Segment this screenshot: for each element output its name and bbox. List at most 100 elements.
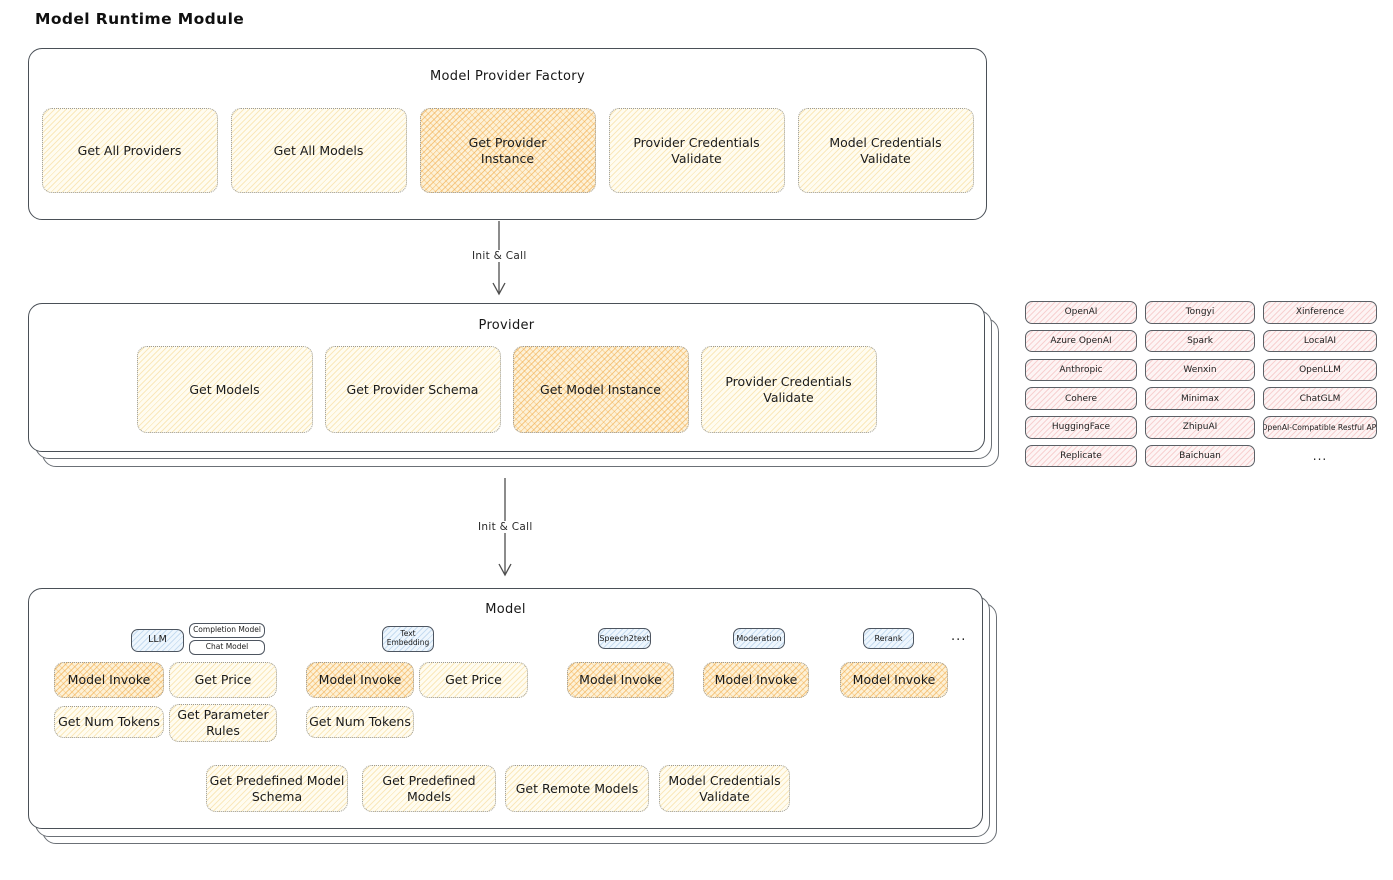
embedding-get-num-tokens: Get Num Tokens bbox=[306, 706, 414, 738]
provider-credentials-validate: Provider Credentials Validate bbox=[700, 346, 877, 433]
llm-get-num-tokens: Get Num Tokens bbox=[54, 706, 164, 738]
embedding-get-price-label: Get Price bbox=[445, 672, 502, 688]
llm-get-num-tokens-label: Get Num Tokens bbox=[58, 714, 160, 730]
factory-get-all-models-label: Get All Models bbox=[273, 142, 364, 158]
tag-speech2text: Speech2text bbox=[598, 628, 651, 649]
tag-rerank: Rerank bbox=[863, 628, 914, 649]
vendor-huggingface: HuggingFace bbox=[1025, 416, 1137, 439]
vendor-localai-label: LocalAI bbox=[1303, 336, 1337, 347]
tag-moderation: Moderation bbox=[733, 628, 785, 649]
embedding-get-price: Get Price bbox=[419, 662, 528, 698]
speech2text-model-invoke-label: Model Invoke bbox=[579, 672, 662, 688]
get-predefined-model-schema: Get Predefined Model Schema bbox=[206, 765, 348, 812]
vendor-xinference-label: Xinference bbox=[1295, 307, 1345, 318]
vendor-replicate: Replicate bbox=[1025, 444, 1137, 468]
factory-get-all-providers-label: Get All Providers bbox=[77, 142, 182, 158]
get-remote-models: Get Remote Models bbox=[505, 765, 649, 812]
factory-get-all-providers: Get All Providers bbox=[41, 108, 218, 193]
llm-get-price: Get Price bbox=[169, 662, 277, 698]
embedding-model-invoke: Model Invoke bbox=[306, 662, 414, 698]
vendor-zhipuai: ZhipuAI bbox=[1145, 416, 1255, 439]
vendor-openai-label: OpenAI bbox=[1064, 307, 1098, 318]
tag-moderation-label: Moderation bbox=[736, 633, 782, 643]
moderation-model-invoke: Model Invoke bbox=[703, 662, 809, 698]
init-call-label-1: Init & Call bbox=[468, 250, 531, 262]
provider-panel: Provider Get Models Get Provider Schema … bbox=[28, 303, 985, 452]
llm-get-parameter-rules-label: Get Parameter Rules bbox=[177, 707, 269, 738]
get-remote-models-label: Get Remote Models bbox=[515, 780, 639, 796]
vendor-zhipuai-label: ZhipuAI bbox=[1182, 422, 1218, 433]
vendor-wenxin-label: Wenxin bbox=[1183, 364, 1217, 375]
provider-get-provider-schema: Get Provider Schema bbox=[324, 346, 501, 433]
vendor-openai-compatible-restful-api: OpenAI-Compatible Restful API bbox=[1263, 416, 1377, 439]
factory-get-provider-instance: Get Provider Instance bbox=[419, 108, 596, 193]
vendor-openllm: OpenLLM bbox=[1263, 358, 1377, 382]
vendor-spark-label: Spark bbox=[1187, 336, 1213, 347]
vendor-openllm-label: OpenLLM bbox=[1299, 364, 1341, 375]
provider-get-model-instance-label: Get Model Instance bbox=[540, 381, 661, 397]
tag-text-embedding: Text Embedding bbox=[382, 626, 434, 652]
tag-speech2text-label: Speech2text bbox=[599, 633, 650, 643]
provider-get-model-instance: Get Model Instance bbox=[512, 346, 689, 433]
vendors-ellipsis-label: ... bbox=[1312, 449, 1328, 464]
factory-model-credentials-validate-label: Model Credentials Validate bbox=[829, 134, 942, 166]
factory-provider-credentials-validate-label: Provider Credentials Validate bbox=[633, 134, 760, 166]
vendor-cohere: Cohere bbox=[1025, 387, 1137, 410]
vendor-azure-openai: Azure OpenAI bbox=[1025, 329, 1137, 353]
model-panel: Model LLM Completion Model Chat Model Te… bbox=[28, 588, 983, 829]
vendor-localai: LocalAI bbox=[1263, 329, 1377, 353]
vendor-openai: OpenAI bbox=[1025, 301, 1137, 324]
factory-get-all-models: Get All Models bbox=[230, 108, 407, 193]
vendor-chatglm: ChatGLM bbox=[1263, 387, 1377, 410]
speech2text-model-invoke: Model Invoke bbox=[567, 662, 674, 698]
embedding-get-num-tokens-label: Get Num Tokens bbox=[309, 714, 411, 730]
model-title: Model bbox=[485, 602, 526, 617]
tag-chat-model: Chat Model bbox=[189, 640, 265, 655]
vendor-baichuan: Baichuan bbox=[1145, 444, 1255, 468]
moderation-model-invoke-label: Model Invoke bbox=[714, 672, 798, 688]
model-credentials-validate-label: Model Credentials Validate bbox=[668, 772, 781, 804]
page-title: Model Runtime Module bbox=[35, 10, 245, 28]
vendor-baichuan-label: Baichuan bbox=[1179, 451, 1221, 462]
tag-completion-model: Completion Model bbox=[189, 623, 265, 638]
vendors-ellipsis: ... bbox=[1263, 445, 1377, 468]
embedding-model-invoke-label: Model Invoke bbox=[318, 672, 402, 688]
vendor-openai-compatible-label: OpenAI-Compatible Restful API bbox=[1263, 422, 1377, 432]
tag-text-embedding-label: Text Embedding bbox=[386, 629, 430, 647]
tag-completion-model-label: Completion Model bbox=[193, 625, 261, 635]
vendor-wenxin: Wenxin bbox=[1145, 358, 1255, 382]
tag-llm: LLM bbox=[131, 629, 184, 652]
provider-get-models-label: Get Models bbox=[189, 381, 260, 397]
vendor-replicate-label: Replicate bbox=[1060, 451, 1102, 462]
llm-get-parameter-rules: Get Parameter Rules bbox=[169, 704, 277, 742]
provider-get-models: Get Models bbox=[136, 346, 313, 433]
factory-provider-credentials-validate: Provider Credentials Validate bbox=[608, 108, 785, 193]
llm-get-price-label: Get Price bbox=[194, 672, 252, 688]
vendor-tongyi: Tongyi bbox=[1145, 301, 1255, 324]
rerank-model-invoke: Model Invoke bbox=[840, 662, 948, 698]
vendor-xinference: Xinference bbox=[1263, 301, 1377, 324]
provider-vendors-grid: OpenAI Tongyi Xinference Azure OpenAI Sp… bbox=[1025, 301, 1377, 468]
get-predefined-models-label: Get Predefined Models bbox=[382, 772, 476, 804]
vendor-chatglm-label: ChatGLM bbox=[1299, 393, 1341, 404]
vendor-anthropic-label: Anthropic bbox=[1059, 364, 1103, 375]
vendor-minimax: Minimax bbox=[1145, 387, 1255, 410]
vendor-azure-openai-label: Azure OpenAI bbox=[1050, 336, 1112, 347]
get-predefined-models: Get Predefined Models bbox=[362, 765, 496, 812]
provider-title: Provider bbox=[478, 318, 535, 333]
tag-chat-model-label: Chat Model bbox=[205, 642, 249, 652]
rerank-model-invoke-label: Model Invoke bbox=[852, 672, 936, 688]
llm-model-invoke-label: Model Invoke bbox=[67, 672, 151, 688]
provider-credentials-validate-label: Provider Credentials Validate bbox=[725, 373, 852, 405]
tag-rerank-label: Rerank bbox=[874, 633, 903, 643]
llm-model-invoke: Model Invoke bbox=[54, 662, 164, 698]
factory-model-credentials-validate: Model Credentials Validate bbox=[797, 108, 974, 193]
factory-get-provider-instance-label: Get Provider Instance bbox=[468, 134, 547, 166]
model-credentials-validate: Model Credentials Validate bbox=[659, 765, 790, 812]
vendor-anthropic: Anthropic bbox=[1025, 358, 1137, 382]
provider-get-provider-schema-label: Get Provider Schema bbox=[346, 381, 479, 397]
vendor-tongyi-label: Tongyi bbox=[1185, 307, 1215, 318]
model-provider-factory-panel: Model Provider Factory Get All Providers… bbox=[28, 48, 987, 220]
vendor-spark: Spark bbox=[1145, 329, 1255, 353]
